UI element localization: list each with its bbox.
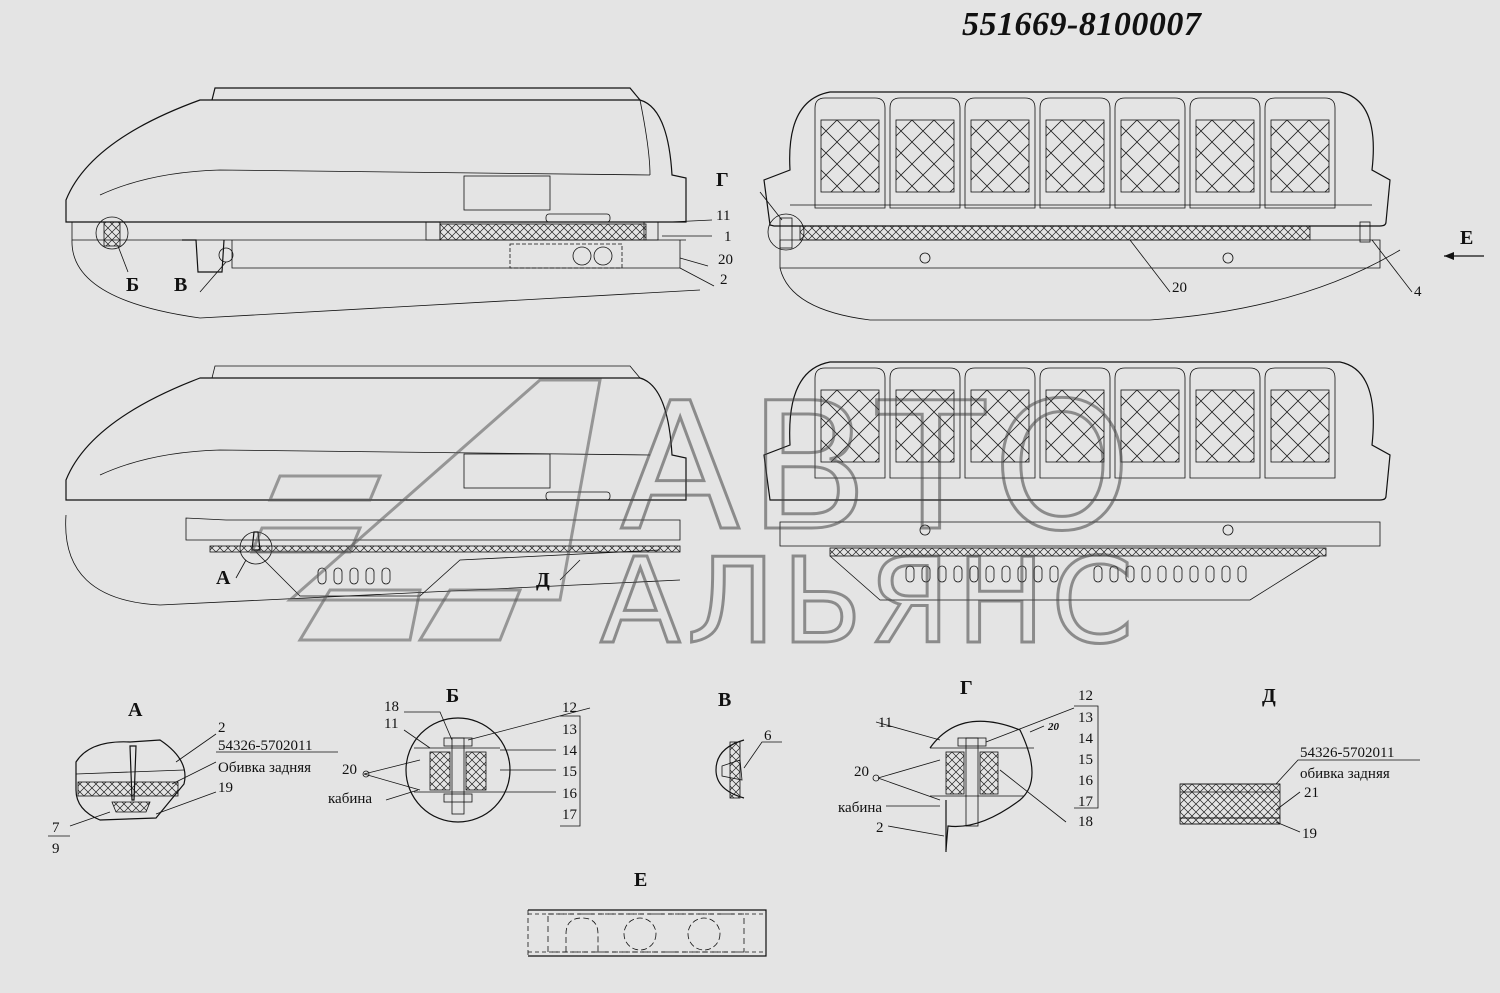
detail-b-callout-20: 20 <box>342 762 357 778</box>
callout-20-side: 20 <box>718 252 733 268</box>
detail-b-callout-11: 11 <box>384 716 398 732</box>
detail-d-callout-21: 21 <box>1304 785 1319 801</box>
detail-a-part-ref: 54326-5702011 <box>218 738 312 754</box>
detail-g-callout-17: 17 <box>1078 794 1094 810</box>
detail-d <box>1179 759 1420 833</box>
callout-20-front: 20 <box>1172 280 1187 296</box>
front-view-middle <box>763 361 1391 601</box>
view-label-g-top: Г <box>716 169 729 191</box>
detail-a-callout-19: 19 <box>218 780 233 796</box>
detail-v <box>715 739 782 799</box>
detail-a-callout-2: 2 <box>218 720 226 736</box>
detail-a-callout-7: 7 <box>52 820 60 836</box>
detail-a-callout-9: 9 <box>52 841 60 857</box>
detail-b-callout-15: 15 <box>562 764 577 780</box>
side-view-top <box>65 87 715 319</box>
callout-1-side: 1 <box>724 229 732 245</box>
detail-a-trim-note: Обивка задняя <box>218 760 311 776</box>
watermark-text-avto: АВТО <box>620 365 1139 570</box>
detail-b-title: Б <box>446 685 459 707</box>
detail-b-callout-13: 13 <box>562 722 577 738</box>
detail-v-callout-6: 6 <box>764 728 772 744</box>
detail-g-callout-20-weld: 20 <box>1047 721 1060 733</box>
detail-g <box>872 705 1099 852</box>
detail-d-part-ref: 54326-5702011 <box>1300 745 1394 761</box>
watermark-logo <box>249 378 602 642</box>
front-view-top <box>759 91 1484 321</box>
detail-g-cabin-note: кабина <box>838 800 882 816</box>
detail-g-callout-20: 20 <box>854 764 869 780</box>
detail-g-callout-2: 2 <box>876 820 884 836</box>
view-label-d-middle: Д <box>536 569 550 591</box>
detail-g-callout-15: 15 <box>1078 752 1093 768</box>
detail-d-callout-19: 19 <box>1302 826 1317 842</box>
detail-g-callout-13: 13 <box>1078 710 1093 726</box>
detail-b-cabin-note: кабина <box>328 791 372 807</box>
detail-g-callout-11: 11 <box>878 715 892 731</box>
detail-b-callout-14: 14 <box>562 743 578 759</box>
detail-g-callout-18: 18 <box>1078 814 1093 830</box>
detail-d-trim-note: обивка задняя <box>1300 766 1390 782</box>
callout-11-side: 11 <box>716 208 730 224</box>
detail-a <box>48 733 338 837</box>
view-label-e-arrow: Е <box>1460 227 1473 249</box>
view-e-title: Е <box>634 869 647 891</box>
view-e <box>527 909 767 957</box>
view-label-a-middle: А <box>216 567 231 589</box>
vent-slots-middle-left <box>317 567 391 585</box>
detail-b <box>362 707 591 827</box>
callout-2-side: 2 <box>720 272 728 288</box>
detail-b-callout-18: 18 <box>384 699 399 715</box>
detail-b-callout-17: 17 <box>562 807 578 823</box>
detail-b-callout-16: 16 <box>562 786 578 802</box>
view-label-v-top: В <box>174 274 187 296</box>
watermark-text-alyans: АЛЬЯНС <box>600 532 1140 670</box>
detail-g-callout-16: 16 <box>1078 773 1094 789</box>
view-label-b-top: Б <box>126 274 139 296</box>
callout-4-front: 4 <box>1414 284 1422 300</box>
detail-d-title: Д <box>1262 685 1276 707</box>
detail-v-title: В <box>718 689 731 711</box>
drawing-number: 551669-8100007 <box>962 6 1202 43</box>
detail-b-callout-12: 12 <box>562 700 577 716</box>
detail-g-title: Г <box>960 677 973 699</box>
detail-g-callout-12: 12 <box>1078 688 1093 704</box>
detail-g-callout-14: 14 <box>1078 731 1094 747</box>
detail-a-title: А <box>128 699 143 721</box>
